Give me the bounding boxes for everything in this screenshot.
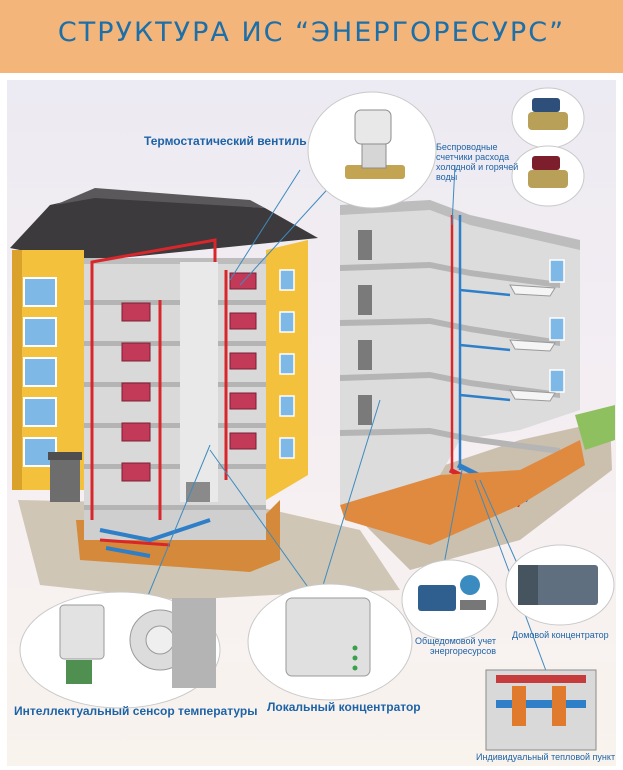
label-wireless-meters: Беспроводные счетчики расхода холодной и… [436,142,519,182]
roof [10,195,318,262]
label-building-metering: Общедомовой учет энергоресурсов [415,636,496,656]
right-slabs [340,262,560,454]
page-title: СТРУКТУРА ИС “ЭНЕРГОРЕСУРС” [57,17,566,48]
title-banner: СТРУКТУРА ИС “ЭНЕРГОРЕСУРС” [0,0,623,73]
floor-slabs [84,300,266,510]
building-metering-callout [401,559,499,641]
thermostatic-valve-callout [307,91,437,209]
right-foundation [340,440,585,545]
radiators [121,272,257,482]
house-concentrator-callout [505,544,615,626]
water-meter-cold [511,87,585,149]
local-concentrator-callout [247,583,413,701]
entrance [50,458,80,502]
doors [358,230,372,425]
hot-pipes [90,238,228,547]
temperature-sensor-callout [19,591,221,709]
label-thermostatic-valve: Термостатический вентиль [144,134,307,148]
label-house-concentrator: Домовой концентратор [512,630,609,640]
right-windows [549,259,565,393]
left-building [10,188,318,572]
label-heat-point: Индивидуальный тепловой пункт [476,752,616,762]
grass [575,405,615,450]
bathtubs [509,284,556,402]
facade-windows [23,277,57,467]
label-temperature-sensor: Интеллектуальный сенсор температуры [14,704,258,718]
roof-top [55,188,265,208]
cold-pipes [99,518,211,558]
water-meter-hot [511,145,585,207]
stairwell [180,262,218,502]
label-local-concentrator: Локальный концентратор [267,700,421,714]
right-cold-pipes [458,215,511,470]
right-building [340,200,585,545]
heat-point-callout [485,669,597,751]
